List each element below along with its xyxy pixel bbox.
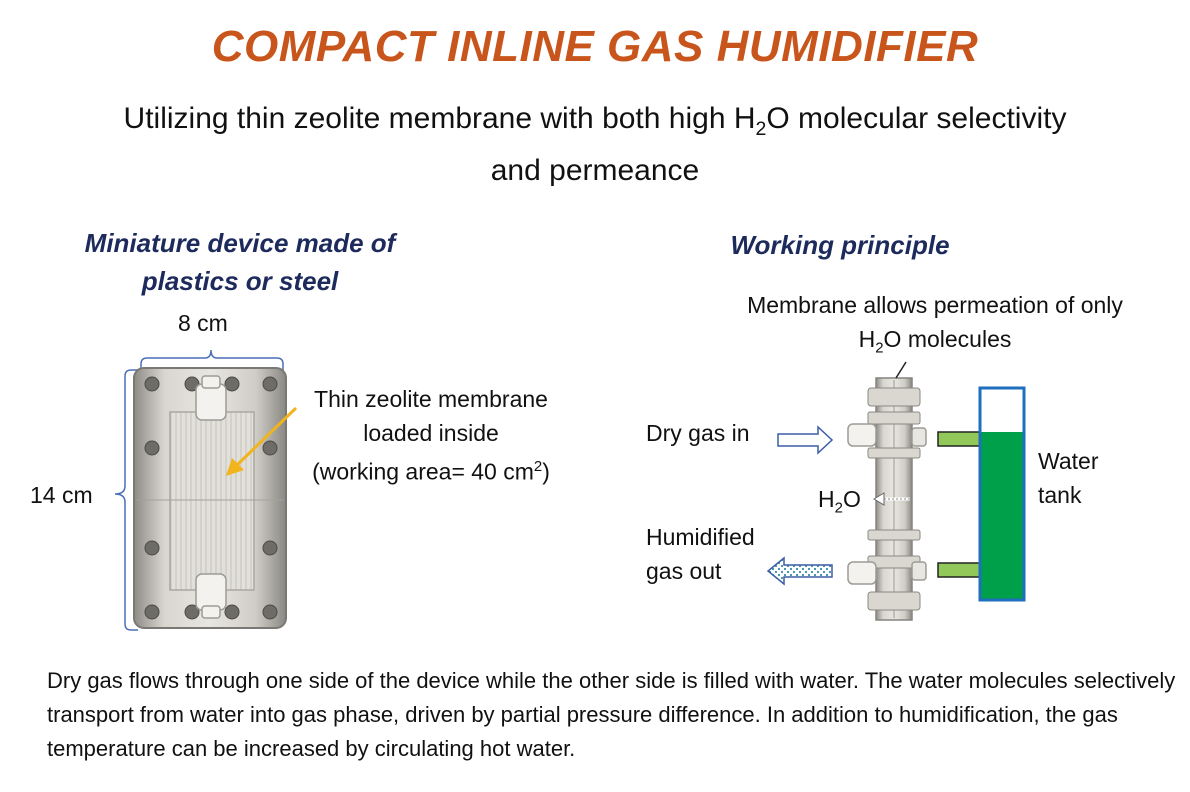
membrane-callout-text: Thin zeolite membrane loaded inside (wor…: [312, 386, 550, 485]
miniature-device-photo: [133, 367, 287, 629]
height-bracket: [114, 369, 138, 631]
left-panel-heading: Miniature device made of plastics or ste…: [84, 228, 396, 296]
description-paragraph: Dry gas flows through one side of the de…: [47, 668, 1176, 761]
h2o-label: H2O: [818, 486, 861, 517]
dry-gas-in-label: Dry gas in: [646, 420, 750, 446]
width-bracket: [140, 349, 284, 372]
connector-bottom: [937, 562, 981, 578]
humidified-gas-out-arrow: [766, 556, 833, 586]
subtitle-line-2: and permeance: [490, 154, 700, 187]
membrane-pointer: [895, 361, 907, 379]
right-panel-heading: Working principle: [730, 230, 950, 260]
dry-gas-in-arrow: [777, 425, 834, 455]
water-tank: [978, 386, 1026, 602]
subtitle-line-1: Utilizing thin zeolite membrane with bot…: [123, 102, 1067, 140]
humidified-gas-out-label: Humidified gas out: [646, 524, 755, 584]
connector-top: [937, 431, 981, 447]
page-title: COMPACT INLINE GAS HUMIDIFIER: [211, 22, 979, 71]
water-tank-label: Water tank: [1038, 448, 1099, 508]
width-label: 8 cm: [178, 310, 228, 336]
callout-arrow: [226, 406, 298, 476]
height-label: 14 cm: [30, 482, 93, 508]
subtitle: Utilizing thin zeolite membrane with bot…: [20, 98, 1170, 192]
membrane-description: Membrane allows permeation of only H2O m…: [747, 292, 1123, 357]
h2o-arrow: [873, 492, 910, 506]
